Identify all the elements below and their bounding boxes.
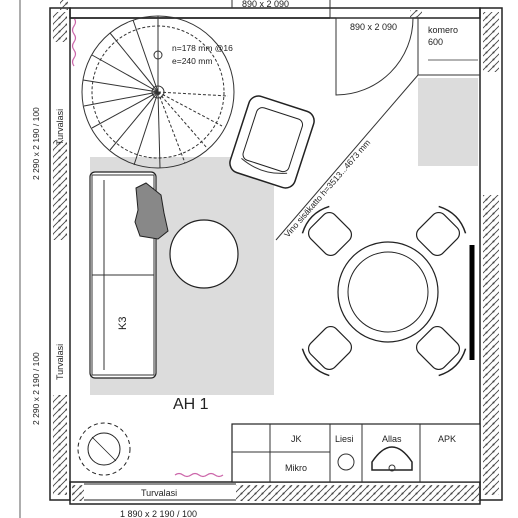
turvalasi-bottom: Turvalasi — [141, 488, 177, 498]
closet-size: 600 — [428, 37, 443, 47]
coffee-table — [169, 219, 239, 289]
sofa-label: K3 — [117, 317, 129, 330]
dining-chair-bl — [301, 325, 353, 377]
turvalasi-upper: Turvalasi — [55, 109, 65, 145]
room-label: AH 1 — [173, 396, 209, 413]
top-left-dimension: 890 x 2 090 — [242, 0, 289, 9]
exterior-walls — [19, 0, 503, 518]
left-upper-dimension: 2 290 x 2 190 / 100 — [31, 107, 41, 180]
stair-spec: n=178 mm @16 — [172, 43, 233, 53]
kitchen-apk: APK — [438, 434, 456, 444]
kitchen-liesi: Liesi — [335, 434, 354, 444]
bottom-dimension: 1 890 x 2 190 / 100 — [120, 509, 197, 518]
turvalasi-bottom-frame — [84, 483, 236, 501]
throw-blanket — [134, 182, 169, 240]
stair-e-spec: e=240 mm — [172, 56, 212, 66]
top-partitions — [70, 0, 480, 96]
closet-name: komero — [428, 25, 458, 35]
turvalasi-lower: Turvalasi — [55, 344, 65, 380]
spiral-stair — [81, 15, 235, 169]
dining-chair-tr — [415, 205, 467, 257]
kitchen-mikro: Mikro — [285, 463, 307, 473]
armchair — [229, 95, 315, 189]
ceiling-slope-line — [275, 74, 419, 241]
dining-table — [337, 241, 439, 343]
wavy-line-left — [71, 17, 77, 67]
dining-chair-br — [415, 325, 467, 377]
kitchen-allas: Allas — [382, 434, 402, 444]
kitchen — [231, 423, 481, 483]
kitchen-jk: JK — [291, 434, 302, 444]
dining-chair-tl — [301, 205, 353, 257]
round-fixture — [77, 422, 131, 476]
closet-shade — [418, 78, 478, 166]
wavy-line-bottom — [174, 472, 224, 478]
left-lower-dimension: 2 290 x 2 190 / 100 — [31, 352, 41, 425]
top-door-dimension: 890 x 2 090 — [350, 22, 397, 32]
